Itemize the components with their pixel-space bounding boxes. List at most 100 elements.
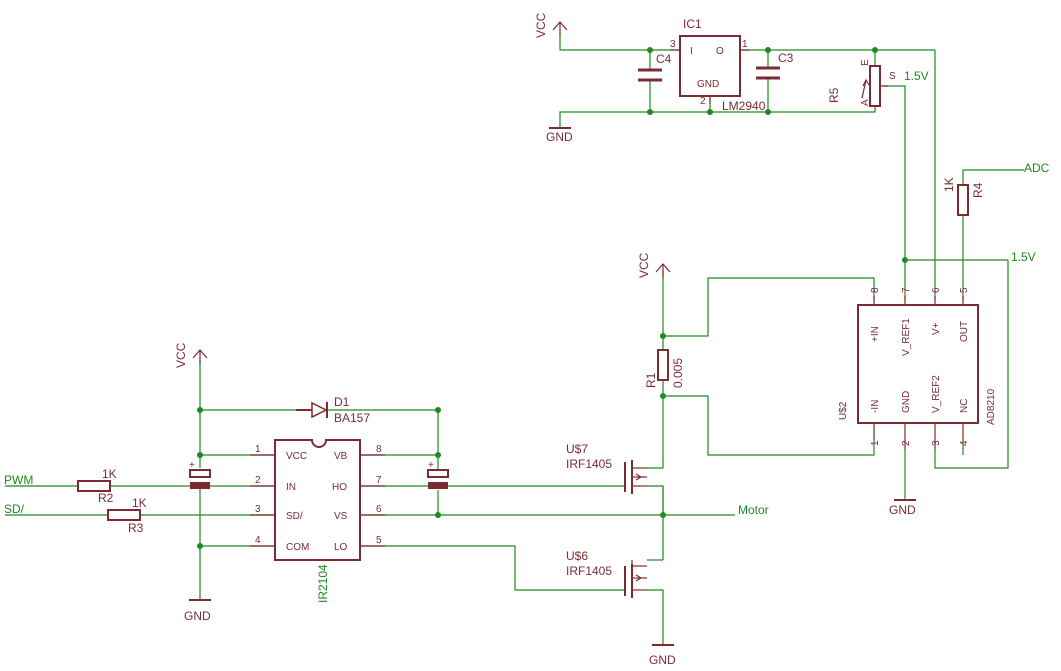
net-label-1-5v: 1.5V: [1011, 250, 1036, 264]
svg-text:1K: 1K: [102, 467, 117, 481]
svg-text:6: 6: [376, 504, 382, 515]
svg-text:4: 4: [959, 440, 970, 446]
svg-text:NC: NC: [959, 399, 970, 413]
svg-text:VCC: VCC: [534, 12, 548, 38]
gnd-symbol-mosfet: GND: [649, 644, 676, 667]
svg-text:R4: R4: [971, 182, 985, 198]
svg-text:3: 3: [931, 440, 942, 446]
svg-text:5: 5: [376, 535, 382, 546]
svg-text:R3: R3: [128, 521, 144, 535]
svg-text:2: 2: [901, 440, 912, 446]
svg-text:S: S: [889, 71, 896, 82]
capacitor-c4: C4: [638, 52, 672, 82]
gnd-symbol-ad: GND: [889, 499, 916, 517]
svg-text:VS: VS: [334, 511, 348, 522]
svg-text:U$2: U$2: [838, 401, 849, 420]
svg-text:O: O: [716, 46, 724, 57]
resistor-r1: R1 0.005: [644, 349, 685, 388]
svg-text:HO: HO: [332, 482, 347, 493]
svg-text:V_REF1: V_REF1: [901, 318, 912, 356]
svg-text:VCC: VCC: [174, 342, 188, 368]
resistor-r3: 1K R3: [107, 496, 147, 535]
mosfet-low-side: U$6 IRF1405: [566, 549, 647, 598]
capacitor-vcc-decoupling: +: [189, 460, 211, 489]
svg-text:V+: V+: [931, 322, 942, 335]
svg-text:IC1: IC1: [683, 17, 702, 31]
ic1-regulator: IC1 I O GND 3 1 2 LM2940: [670, 17, 766, 113]
svg-text:2: 2: [255, 475, 261, 486]
svg-text:IRF1405: IRF1405: [566, 564, 612, 578]
svg-text:5: 5: [959, 287, 970, 293]
svg-text:2: 2: [700, 96, 706, 107]
svg-text:R2: R2: [98, 491, 114, 505]
svg-text:C4: C4: [656, 52, 672, 66]
svg-text:+IN: +IN: [870, 326, 881, 342]
svg-text:LO: LO: [334, 542, 348, 553]
svg-text:SD/: SD/: [286, 511, 303, 522]
svg-text:U$6: U$6: [566, 549, 588, 563]
net-label-sd: SD/: [4, 502, 25, 516]
junctions: [197, 47, 908, 549]
svg-text:8: 8: [376, 444, 382, 455]
capacitor-c3: C3: [756, 51, 794, 80]
net-label-adc: ADC: [1024, 161, 1050, 175]
svg-text:4: 4: [255, 535, 261, 546]
svg-text:I: I: [690, 46, 693, 57]
svg-text:1: 1: [870, 440, 881, 446]
svg-text:6: 6: [931, 287, 942, 293]
diode-d1: D1 BA157: [296, 395, 370, 425]
svg-text:1K: 1K: [942, 177, 956, 192]
svg-text:U$7: U$7: [566, 442, 588, 456]
svg-text:D1: D1: [334, 395, 350, 409]
gnd-symbol-top: GND: [546, 127, 573, 144]
svg-text:E: E: [860, 59, 871, 66]
svg-text:7: 7: [376, 475, 382, 486]
svg-text:VB: VB: [334, 451, 348, 462]
svg-text:8: 8: [870, 287, 881, 293]
capacitor-bootstrap: +: [427, 460, 449, 489]
svg-text:1: 1: [742, 39, 748, 50]
svg-text:1.5V: 1.5V: [904, 69, 929, 83]
svg-text:OUT: OUT: [959, 321, 970, 342]
svg-text:R1: R1: [644, 372, 658, 388]
svg-text:BA157: BA157: [334, 411, 370, 425]
vcc-symbol-left: VCC: [174, 342, 208, 368]
current-sense-amp-ad8210: 8 7 6 5 1 2 3 4 +IN V_REF1 V+ OUT -IN GN…: [838, 287, 997, 450]
svg-text:VCC: VCC: [637, 252, 651, 278]
svg-text:IR2104: IR2104: [316, 564, 330, 603]
svg-text:GND: GND: [901, 391, 912, 413]
wire-vcc-reg: [559, 35, 680, 51]
svg-text:GND: GND: [184, 609, 211, 623]
svg-text:1K: 1K: [132, 496, 147, 510]
vcc-symbol-top: VCC: [534, 12, 568, 38]
svg-text:VCC: VCC: [286, 451, 307, 462]
gnd-symbol-left: GND: [184, 599, 211, 623]
svg-text:AD8210: AD8210: [986, 388, 997, 425]
gate-driver-ir2104: 1 2 3 4 8 7 6 5 VCC IN SD/ COM VB HO VS …: [250, 439, 385, 603]
svg-text:GND: GND: [649, 653, 676, 667]
svg-text:IN: IN: [286, 482, 296, 493]
trimmer-r5: E S A R5 1.5V: [827, 59, 929, 107]
svg-text:3: 3: [670, 39, 676, 50]
svg-text:R5: R5: [827, 87, 841, 103]
svg-text:GND: GND: [546, 130, 573, 144]
resistor-r4: 1K R4: [942, 177, 985, 216]
svg-text:0.005: 0.005: [671, 358, 685, 388]
net-label-motor: Motor: [738, 503, 769, 517]
resistor-r2: 1K R2: [77, 467, 117, 505]
svg-text:+: +: [189, 460, 195, 471]
svg-text:IRF1405: IRF1405: [566, 457, 612, 471]
net-label-pwm: PWM: [4, 473, 33, 487]
svg-text:-IN: -IN: [870, 400, 881, 413]
mosfet-high-side: U$7 IRF1405: [566, 442, 647, 494]
svg-text:LM2940: LM2940: [722, 99, 766, 113]
vcc-symbol-mid: VCC: [637, 252, 671, 278]
svg-text:A: A: [860, 99, 871, 106]
svg-text:7: 7: [901, 287, 912, 293]
svg-text:V_REF2: V_REF2: [931, 375, 942, 413]
svg-text:GND: GND: [697, 79, 719, 90]
svg-text:1: 1: [255, 444, 261, 455]
svg-text:COM: COM: [286, 542, 309, 553]
svg-text:C3: C3: [778, 51, 794, 65]
